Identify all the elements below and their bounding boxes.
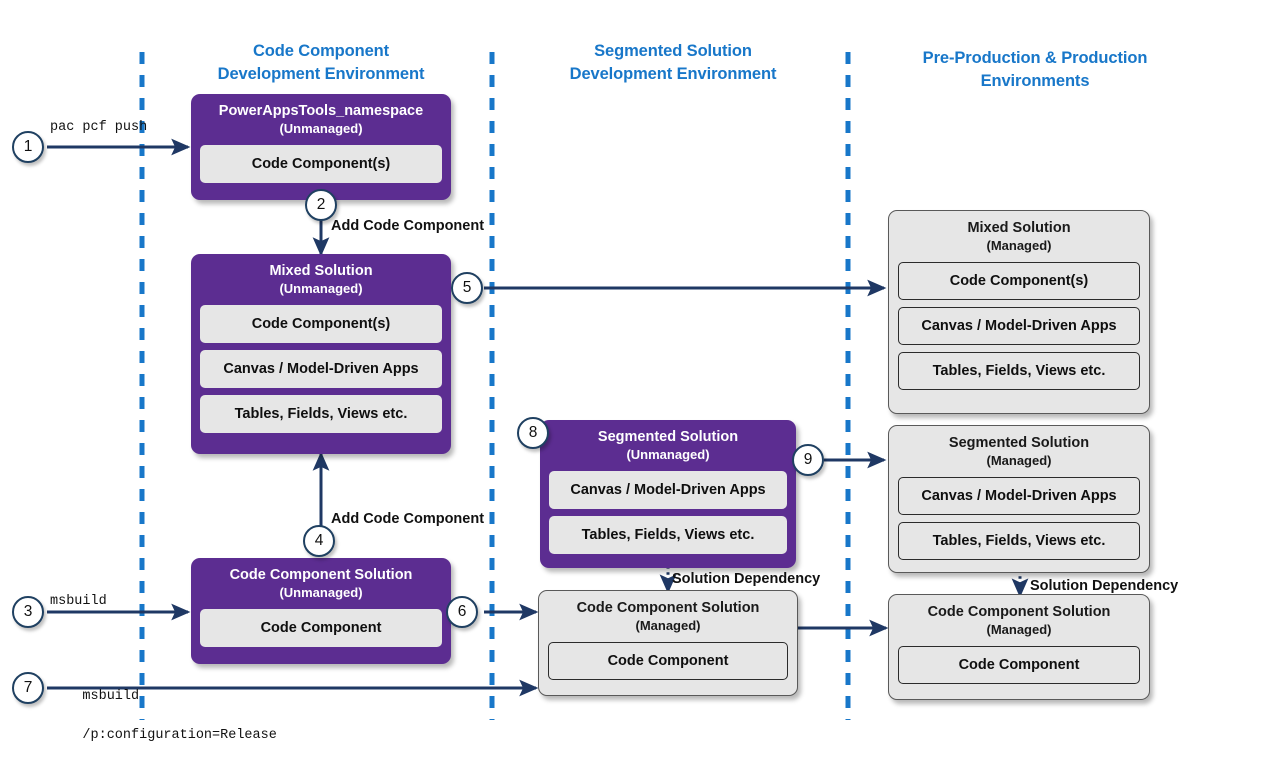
step-number: 7 — [23, 679, 33, 696]
solution-state: (Unmanaged) — [279, 584, 363, 600]
step-badge-1[interactable]: 1 — [12, 131, 44, 163]
env-title-code-component-dev: Code Component Development Environment — [181, 40, 461, 87]
edge-label-add-code-component-bottom: Add Code Component — [331, 511, 485, 527]
solution-state: (Unmanaged) — [279, 120, 363, 136]
step-number: 6 — [457, 603, 467, 620]
solution-segmented-managed[interactable]: Segmented Solution (Managed) Canvas / Mo… — [888, 425, 1150, 573]
step-badge-7[interactable]: 7 — [12, 672, 44, 704]
step-badge-6[interactable]: 6 — [446, 596, 478, 628]
solution-title: Code Component Solution (Managed) — [539, 591, 797, 635]
command-line-1: msbuild — [82, 688, 140, 704]
solution-title-text: Segmented Solution — [597, 429, 739, 445]
solution-title-text: PowerAppsTools_namespace — [218, 103, 424, 119]
solution-title: PowerAppsTools_namespace (Unmanaged) — [191, 94, 451, 138]
solution-item[interactable]: Canvas / Model-Driven Apps — [898, 476, 1140, 515]
solution-mixed-unmanaged[interactable]: Mixed Solution (Unmanaged) Code Componen… — [191, 254, 451, 454]
edge-label-solution-dependency-segmented: Solution Dependency — [672, 571, 821, 587]
solution-item[interactable]: Code Component(s) — [898, 261, 1140, 300]
solution-state: (Managed) — [986, 452, 1052, 468]
solution-item[interactable]: Code Component — [200, 608, 442, 647]
edge-label-solution-dependency-production: Solution Dependency — [1030, 578, 1179, 594]
architecture-diagram: Code Component Development Environment S… — [12, 40, 1180, 743]
solution-item[interactable]: Canvas / Model-Driven Apps — [549, 470, 787, 509]
solution-title-text: Code Component Solution — [229, 567, 413, 583]
solution-title-text: Code Component Solution — [927, 604, 1111, 620]
solution-title-text: Code Component Solution — [576, 600, 760, 616]
edge-label-add-code-component-top: Add Code Component — [331, 218, 485, 234]
solution-item[interactable]: Tables, Fields, Views etc. — [898, 521, 1140, 560]
step-badge-4[interactable]: 4 — [303, 525, 335, 557]
solution-title-text: Mixed Solution — [967, 220, 1071, 236]
solution-item[interactable]: Tables, Fields, Views etc. — [200, 394, 442, 433]
step-number: 2 — [316, 196, 326, 213]
solution-state: (Managed) — [635, 617, 701, 633]
solution-code-component-managed-production[interactable]: Code Component Solution (Managed) Code C… — [888, 594, 1150, 700]
step-badge-3[interactable]: 3 — [12, 596, 44, 628]
env-title-line2: Environments — [980, 72, 1090, 91]
solution-title: Segmented Solution (Managed) — [889, 426, 1149, 470]
solution-code-component-managed-segmented[interactable]: Code Component Solution (Managed) Code C… — [538, 590, 798, 696]
solution-title: Mixed Solution (Managed) — [889, 211, 1149, 255]
solution-state: (Managed) — [986, 621, 1052, 637]
solution-item[interactable]: Code Component(s) — [200, 144, 442, 183]
step-badge-2[interactable]: 2 — [305, 189, 337, 221]
solution-title-text: Segmented Solution — [948, 435, 1090, 451]
solution-item[interactable]: Canvas / Model-Driven Apps — [200, 349, 442, 388]
command-label-msbuild-release: msbuild /p:configuration=Release — [50, 667, 277, 765]
solution-mixed-managed[interactable]: Mixed Solution (Managed) Code Component(… — [888, 210, 1150, 414]
solution-state: (Unmanaged) — [626, 446, 710, 462]
solution-title: Mixed Solution (Unmanaged) — [191, 254, 451, 298]
step-number: 4 — [314, 532, 324, 549]
solution-title: Code Component Solution (Unmanaged) — [191, 558, 451, 602]
command-line-2: /p:configuration=Release — [82, 727, 277, 743]
solution-title: Code Component Solution (Managed) — [889, 595, 1149, 639]
solution-title-text: Mixed Solution — [269, 263, 373, 279]
env-title-line1: Segmented Solution — [594, 42, 752, 60]
env-title-line2: Development Environment — [217, 65, 425, 84]
step-number: 9 — [803, 451, 813, 468]
solution-item[interactable]: Code Component(s) — [200, 304, 442, 343]
step-badge-9[interactable]: 9 — [792, 444, 824, 476]
solution-item[interactable]: Tables, Fields, Views etc. — [549, 515, 787, 554]
step-number: 5 — [462, 279, 472, 296]
env-title-pre-prod-prod: Pre-Production & Production Environments — [890, 47, 1180, 94]
env-title-segmented-solution-dev: Segmented Solution Development Environme… — [533, 40, 813, 87]
solution-item[interactable]: Canvas / Model-Driven Apps — [898, 306, 1140, 345]
solution-powerappstools-namespace[interactable]: PowerAppsTools_namespace (Unmanaged) Cod… — [191, 94, 451, 200]
solution-item[interactable]: Tables, Fields, Views etc. — [898, 351, 1140, 390]
step-badge-5[interactable]: 5 — [451, 272, 483, 304]
step-number: 1 — [23, 138, 33, 155]
solution-item[interactable]: Code Component — [898, 645, 1140, 684]
solution-state: (Managed) — [986, 237, 1052, 253]
solution-code-component-unmanaged[interactable]: Code Component Solution (Unmanaged) Code… — [191, 558, 451, 664]
solution-state: (Unmanaged) — [279, 280, 363, 296]
command-label-msbuild: msbuild — [50, 594, 107, 609]
step-badge-8[interactable]: 8 — [517, 417, 549, 449]
env-title-line1: Code Component — [252, 42, 390, 60]
solution-title: Segmented Solution (Unmanaged) — [540, 420, 796, 464]
step-number: 3 — [23, 603, 33, 620]
env-title-line1: Pre-Production & Production — [922, 49, 1148, 67]
env-title-line2: Development Environment — [569, 65, 777, 84]
solution-item[interactable]: Code Component — [548, 641, 788, 680]
step-number: 8 — [528, 424, 538, 441]
solution-segmented-unmanaged[interactable]: Segmented Solution (Unmanaged) Canvas / … — [540, 420, 796, 568]
command-label-pac-pcf-push: pac pcf push — [50, 120, 148, 135]
